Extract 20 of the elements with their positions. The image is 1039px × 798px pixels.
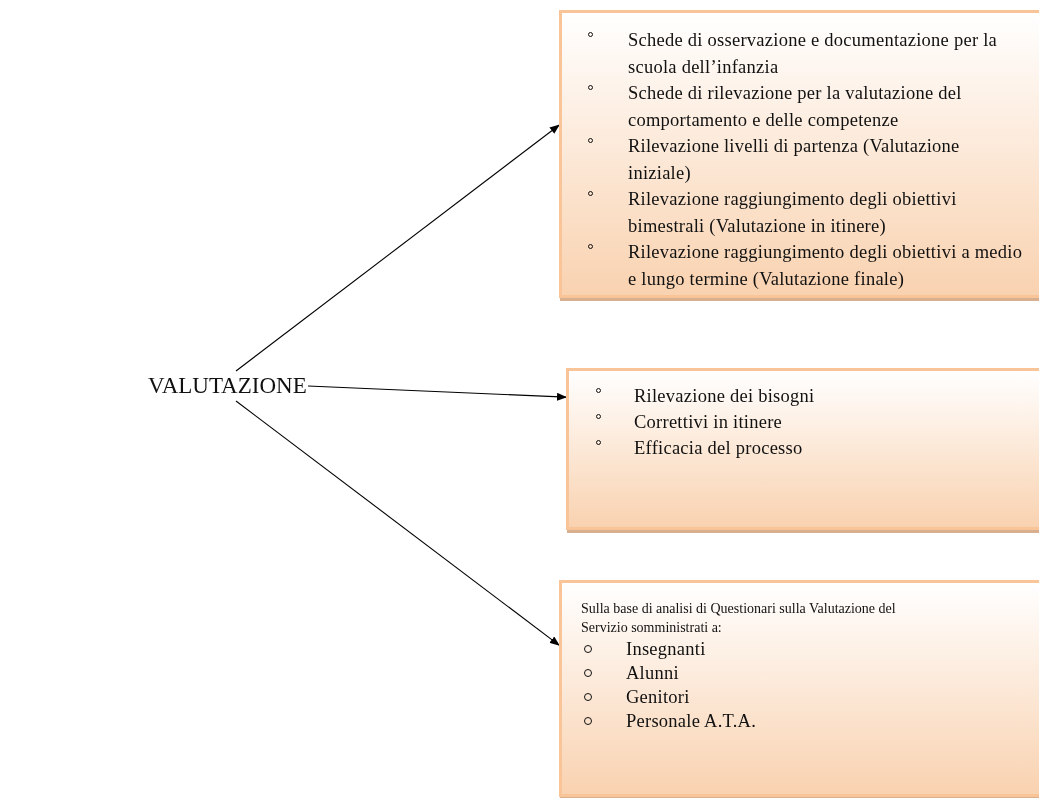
bullet-item: Personale A.T.A. (581, 709, 896, 733)
list-box (559, 580, 1039, 797)
list-box (566, 368, 1039, 530)
list-box (559, 10, 1039, 298)
arrow (235, 124, 560, 372)
bullet-item: Efficacia del processo (583, 435, 1035, 461)
bullet-item: Schede di rilevazione per la valutazione del comportamento e delle competenze (576, 80, 1026, 133)
bullet-item: Rilevazione livelli di partenza (Valutazione iniziale) (576, 133, 1026, 186)
bullet-item: Rilevazione dei bisogni (583, 383, 1035, 409)
arrow (307, 385, 567, 401)
bullet-item: Alunni (581, 661, 896, 685)
bullet-item: Schede di osservazione e documentazione per la scuola dell’infanzia (576, 27, 1026, 80)
topic-label: VALUTAZIONE (148, 371, 307, 401)
bullet-item: Correttivi in itinere (583, 409, 1035, 435)
bullet-item: Insegnanti (581, 637, 896, 661)
intro-text: Sulla base di analisi di Questionari sulla Valutazione del Servizio somministrati a: (581, 600, 896, 637)
bullet-item: Rilevazione raggiungimento degli obiettivi a medio e lungo termine (Valutazione finale) (576, 239, 1026, 292)
bullet-item: Rilevazione raggiungimento degli obiettivi bimestrali (Valutazione in itinere) (576, 186, 1026, 239)
arrow (235, 400, 560, 646)
bullet-item: Genitori (581, 685, 896, 709)
